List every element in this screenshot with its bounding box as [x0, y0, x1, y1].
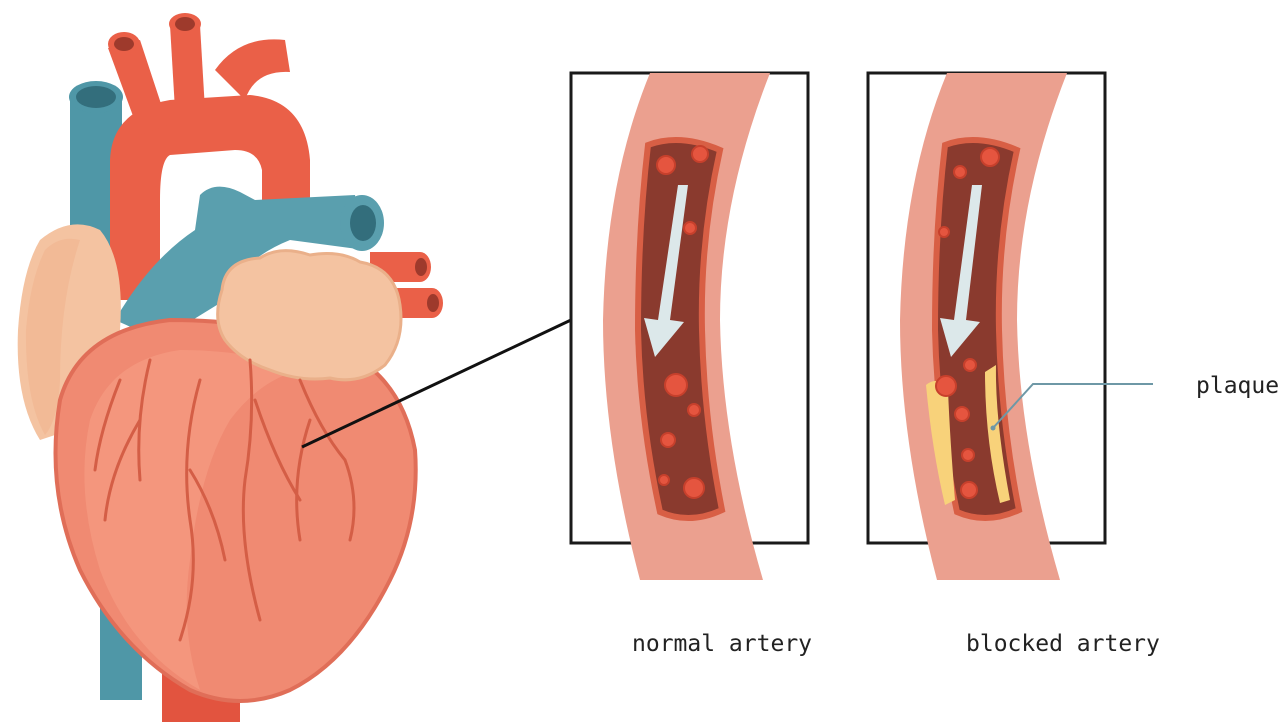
- normal-artery-panel: [571, 73, 808, 580]
- aorta-branch-3: [215, 39, 290, 100]
- normal-artery-label: normal artery: [632, 631, 812, 657]
- plaque-label: plaque: [1196, 373, 1279, 399]
- blocked-artery-panel: [868, 73, 1105, 580]
- blocked-artery-label: blocked artery: [966, 631, 1160, 657]
- heart-illustration: [18, 13, 443, 722]
- aorta-branch-2: [170, 25, 205, 110]
